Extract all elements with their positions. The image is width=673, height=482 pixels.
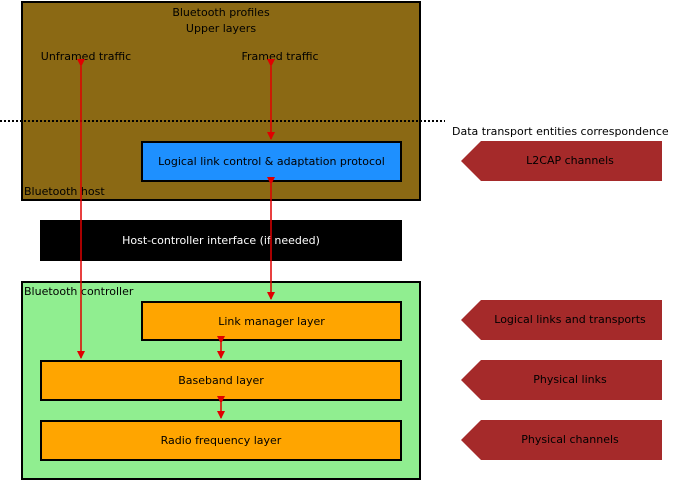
correspondence-heading: Data transport entities correspondence bbox=[452, 125, 669, 138]
radio-frequency-layer: Radio frequency layer bbox=[40, 420, 402, 461]
correspondence-label-logical-links: Logical links and transports bbox=[494, 313, 646, 326]
logical-links-arrow bbox=[461, 300, 662, 340]
physical-links-arrow bbox=[461, 360, 662, 400]
correspondence-label-physical-channels: Physical channels bbox=[521, 433, 619, 446]
l2cap-channels-arrow bbox=[461, 141, 662, 181]
physical-channels-arrow bbox=[461, 420, 662, 460]
host-title-line2: Upper layers bbox=[185, 22, 257, 35]
host-title-line1: Bluetooth profiles bbox=[172, 6, 270, 19]
link-manager-layer: Link manager layer bbox=[141, 301, 402, 341]
radio-frequency-label: Radio frequency layer bbox=[160, 434, 282, 447]
unframed-traffic-label: Unframed traffic bbox=[40, 50, 132, 63]
link-manager-label: Link manager layer bbox=[218, 314, 325, 328]
l2cap-layer-label: Logical link control & adaptation protoc… bbox=[158, 155, 385, 168]
correspondence-label-l2cap: L2CAP channels bbox=[526, 154, 614, 167]
framed-traffic-label: Framed traffic bbox=[241, 50, 319, 63]
correspondence-label-physical-links: Physical links bbox=[533, 373, 607, 386]
baseband-label: Baseband layer bbox=[178, 374, 264, 387]
